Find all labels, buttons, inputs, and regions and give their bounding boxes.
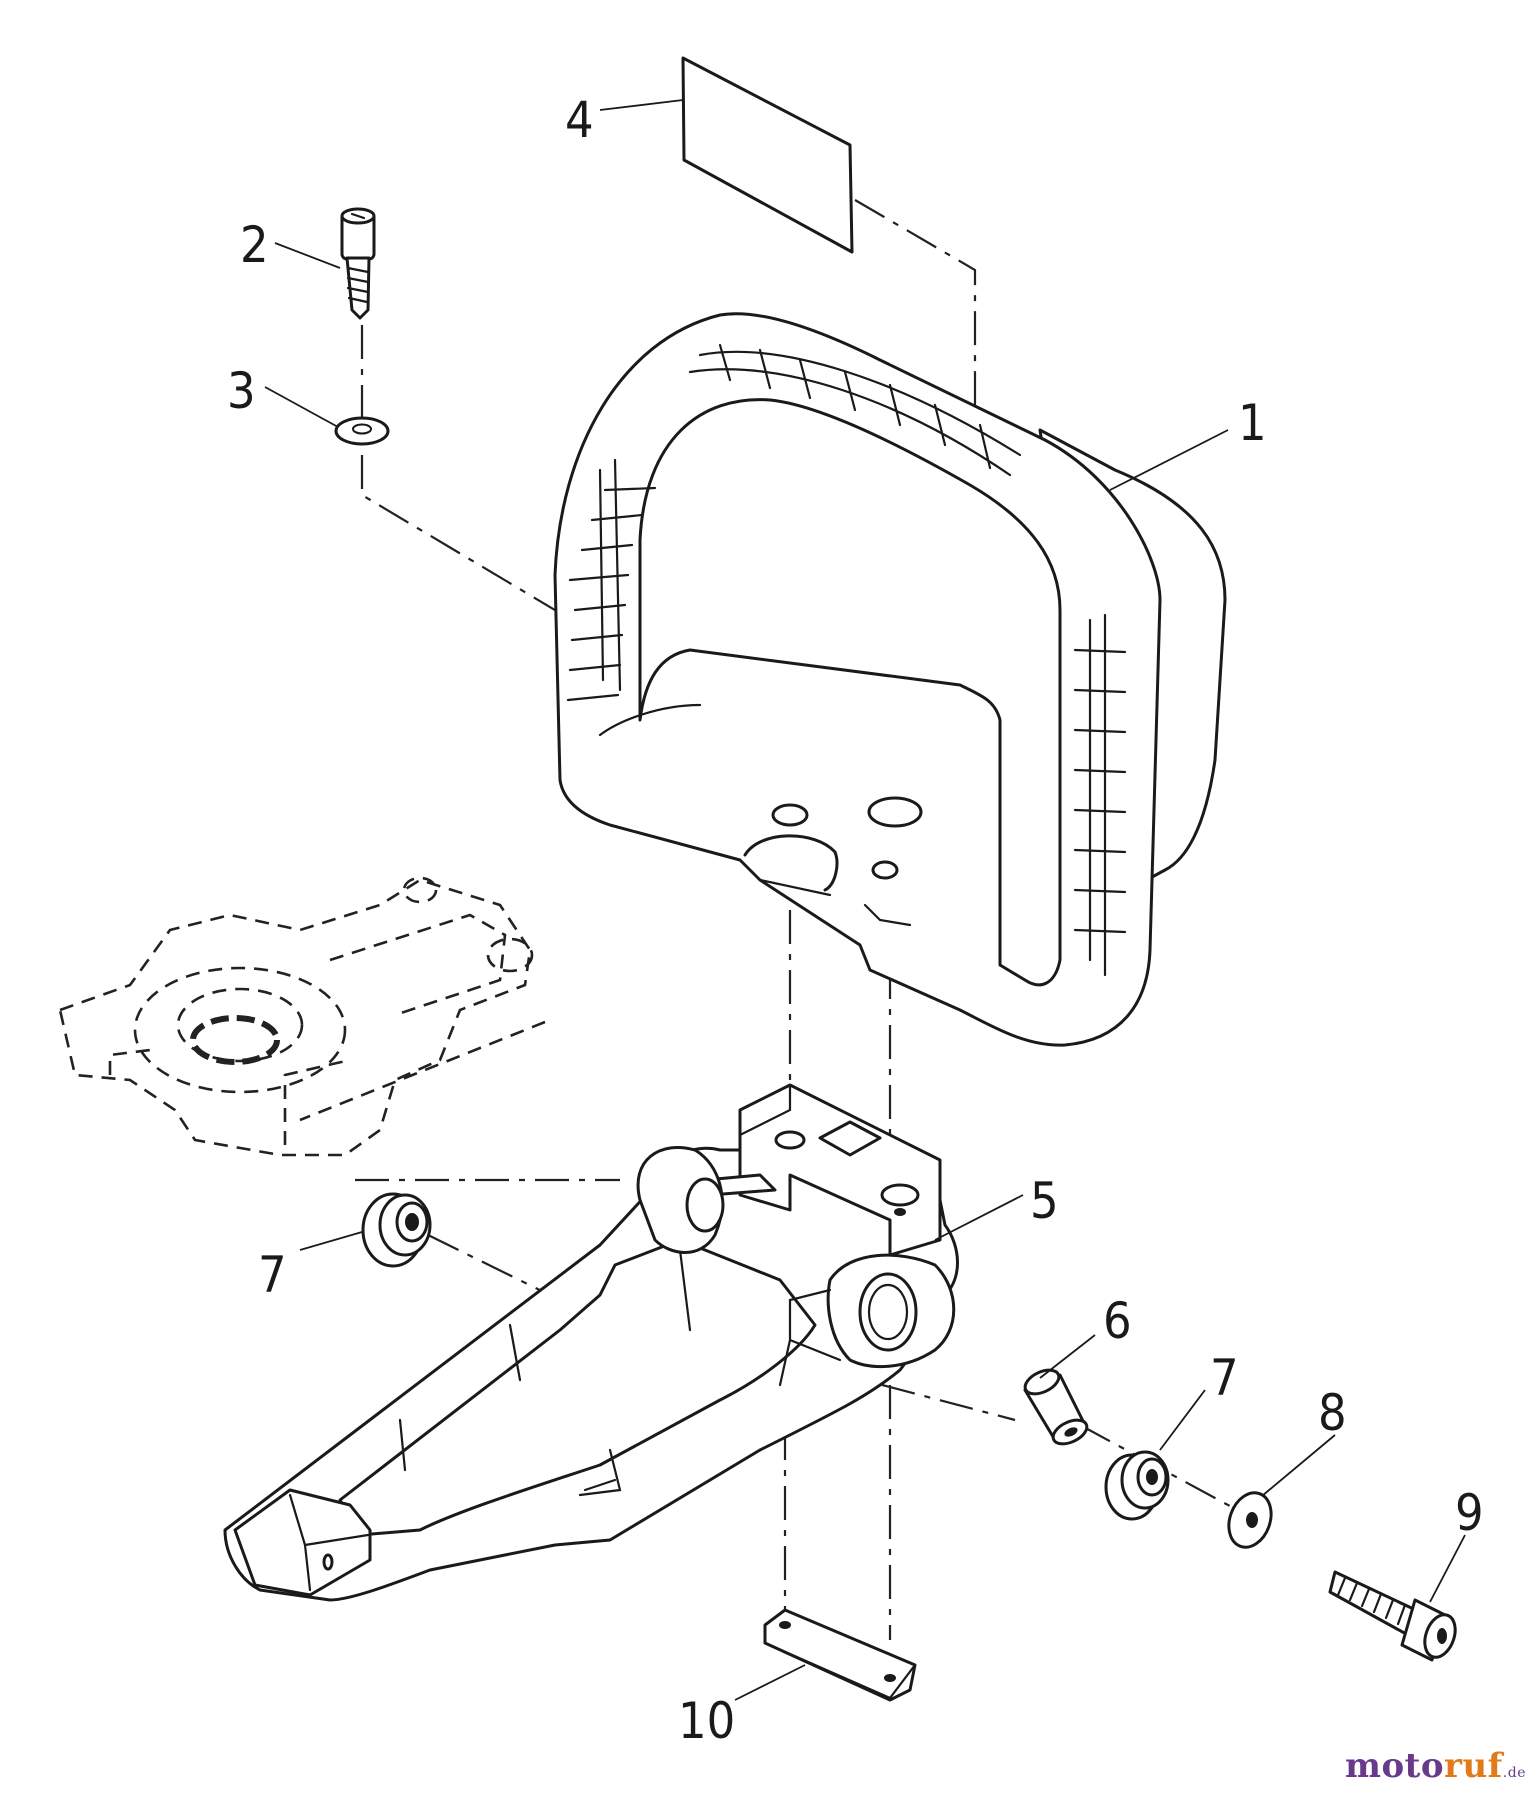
brand-part1: moto xyxy=(1344,1746,1445,1786)
washer-top xyxy=(334,416,390,446)
callout-9: 9 xyxy=(1455,1484,1484,1542)
callout-numbers: 1 2 3 4 5 6 7 7 8 9 10 xyxy=(227,91,1484,1750)
callout-7b: 7 xyxy=(1210,1349,1239,1407)
leader-lines xyxy=(264,99,1466,1701)
callout-8: 8 xyxy=(1318,1384,1347,1442)
washer-bolt xyxy=(1227,1491,1273,1549)
base-plate xyxy=(763,1608,917,1702)
bolt xyxy=(1328,1570,1457,1662)
callout-4: 4 xyxy=(565,91,594,149)
motoruf-logo: motoruf.de xyxy=(1345,1746,1526,1786)
label-plate xyxy=(681,56,854,254)
callout-2: 2 xyxy=(240,216,269,274)
callout-3: 3 xyxy=(227,362,256,420)
callout-6: 6 xyxy=(1103,1292,1132,1350)
front-handle xyxy=(553,312,1227,1047)
callout-5: 5 xyxy=(1030,1172,1059,1230)
brand-part2: ruf xyxy=(1444,1746,1503,1786)
callout-10: 10 xyxy=(678,1692,735,1750)
spacer-sleeve xyxy=(1023,1368,1089,1446)
callout-7a: 7 xyxy=(258,1246,287,1304)
callout-1: 1 xyxy=(1238,394,1267,452)
handle-bracket xyxy=(223,1083,959,1602)
grommet-right xyxy=(1104,1450,1170,1521)
screw-top xyxy=(340,207,376,320)
grommet-left xyxy=(361,1192,432,1268)
engine-housing-ghost xyxy=(58,876,546,1157)
brand-tld: .de xyxy=(1502,1765,1526,1781)
